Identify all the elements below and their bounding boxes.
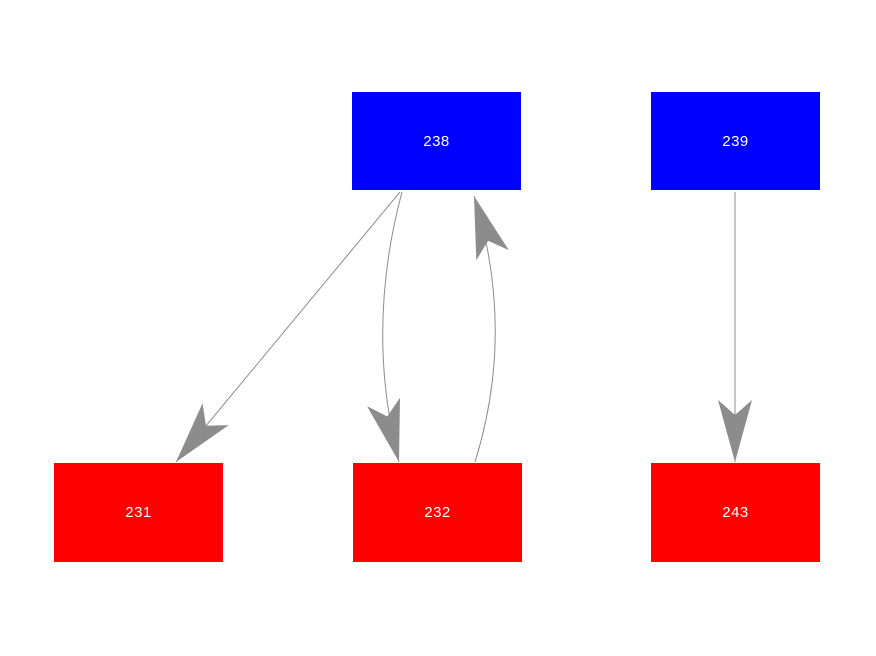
- node-label-238: 238: [423, 132, 450, 150]
- arrowhead-238-231: [176, 403, 229, 462]
- arrowhead-239-243: [718, 400, 752, 462]
- node-label-231: 231: [125, 504, 152, 521]
- node-label-232: 232: [424, 504, 451, 521]
- node-239: 239: [651, 92, 820, 190]
- node-label-239: 239: [722, 132, 749, 150]
- arrowhead-232-238: [474, 196, 509, 261]
- edge-238-231: [175, 191, 401, 463]
- arrowhead-238-232: [367, 397, 400, 462]
- node-243: 243: [651, 463, 820, 562]
- node-238: 238: [352, 92, 521, 190]
- node-label-243: 243: [722, 504, 749, 521]
- node-231: 231: [54, 463, 223, 562]
- node-232: 232: [353, 463, 522, 562]
